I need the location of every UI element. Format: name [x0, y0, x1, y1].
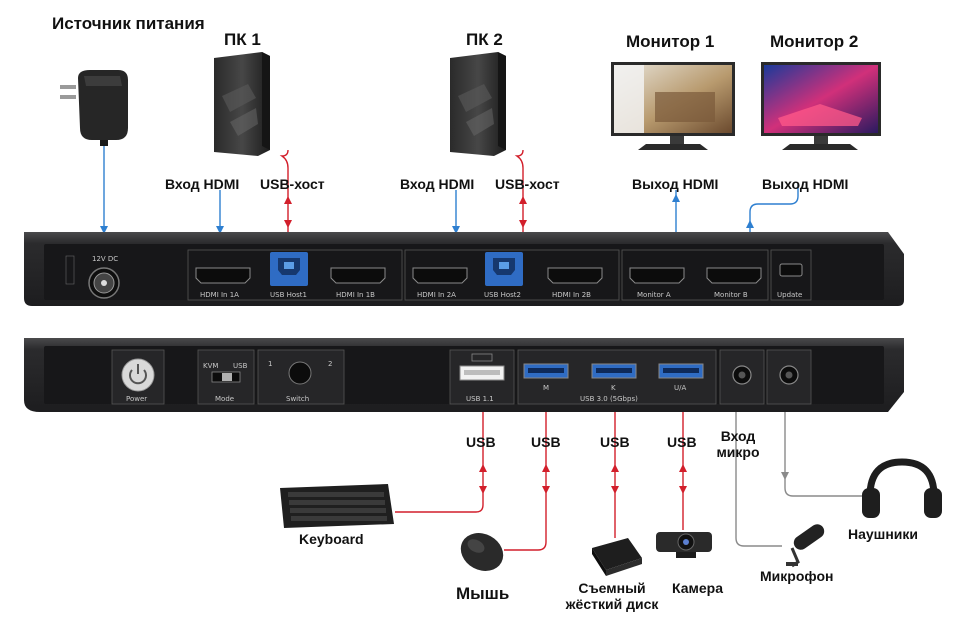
audio-links [735, 396, 862, 547]
monitor-port-group [621, 249, 769, 301]
pc2-hdmi-arrow [452, 226, 460, 234]
switch-button[interactable] [288, 361, 312, 385]
keyboard-icon [280, 484, 394, 528]
hdmi-1a-port [195, 267, 251, 284]
hdmi-2b-label: HDMI In 2B [552, 291, 591, 299]
dc-label: 12V DC [92, 255, 118, 263]
monitor-a-label: Monitor A [637, 291, 671, 299]
pc1-hdmi-arrow [216, 226, 224, 234]
pc1-label: ПК 1 [224, 30, 261, 49]
monitor2-hdmi-link [749, 184, 799, 236]
monitor1-label: Монитор 1 [626, 32, 715, 51]
port-k-label: K [611, 384, 616, 392]
camera-label: Камера [672, 580, 723, 596]
pc1-port-group [187, 249, 403, 301]
power-adapter-icon [60, 70, 128, 146]
usb30-label: USB 3.0 (5Gbps) [580, 395, 638, 403]
hdmi-2a-port [412, 267, 468, 284]
pc2-tower-icon [450, 52, 506, 156]
pc2-usb-link [514, 149, 524, 238]
external-drive-icon [592, 538, 642, 576]
mode-usb-label: USB [233, 362, 248, 370]
monitor1-arrow [672, 194, 680, 202]
pc2-label: ПК 2 [466, 30, 503, 49]
headphones-label: Наушники [848, 526, 919, 542]
usb-label-1: USB [466, 434, 496, 450]
power-button[interactable] [121, 358, 155, 392]
kvm-front-panel: Power KVM USB Mode 1 2 Switch USB 1.1 M … [24, 338, 904, 412]
headphones-icon [862, 458, 942, 518]
power-arrow [100, 226, 108, 234]
power-label: Power [126, 395, 147, 403]
usb-host1-port [270, 252, 308, 286]
monitor-a-port [629, 267, 685, 284]
keyboard-label: Keyboard [299, 531, 364, 547]
hdmi-1a-label: HDMI In 1A [200, 291, 239, 299]
switch-2-label: 2 [328, 360, 332, 368]
monitor-b-port [706, 267, 762, 284]
usb-host2-port [485, 252, 523, 286]
update-label: Update [777, 291, 802, 299]
hdmi-2a-label: HDMI In 2A [417, 291, 456, 299]
mode-kvm-label: KVM [203, 362, 218, 370]
monitor2-label: Монитор 2 [770, 32, 859, 51]
kvm-rear-panel: 12V DC HDMI In 1A USB Host1 [24, 232, 904, 306]
power-source-label: Источник питания [52, 14, 205, 33]
pc1-hdmi-in-label: Вход HDMI [165, 176, 240, 192]
usb-label-2: USB [531, 434, 561, 450]
pc1-usb-host-label: USB-хост [260, 176, 325, 192]
mouse-icon [460, 533, 504, 571]
monitor2-arrow [746, 220, 754, 228]
mouse-label: Мышь [456, 584, 510, 603]
monitor2-icon [761, 62, 881, 150]
power-icon [129, 369, 147, 385]
switch-label: Switch [286, 395, 309, 403]
monitor1-hdmi-out-label: Выход HDMI [632, 176, 719, 192]
port-ua-label: U/A [674, 384, 686, 392]
microphone-icon [786, 524, 825, 568]
keyboard-usb-link [395, 406, 484, 513]
pc2-hdmi-in-label: Вход HDMI [400, 176, 475, 192]
microphone-label: Микрофон [760, 568, 834, 584]
mic-link [735, 396, 782, 547]
drive-label: Съемный жёсткий диск [565, 580, 659, 613]
usb-host1-label: USB Host1 [270, 291, 307, 299]
mouse-usb-link [504, 406, 547, 551]
usb-label-4: USB [667, 434, 697, 450]
monitor2-hdmi-out-label: Выход HDMI [762, 176, 849, 192]
headphones-link [784, 396, 862, 497]
port-m-label: M [543, 384, 549, 392]
usb-host2-label: USB Host2 [484, 291, 521, 299]
hdmi-2b-port [547, 267, 603, 284]
hdmi-1b-label: HDMI In 1B [336, 291, 375, 299]
update-port [779, 263, 803, 277]
switch-1-label: 1 [268, 360, 272, 368]
monitor-b-label: Monitor B [714, 291, 748, 299]
pc2-usb-host-label: USB-хост [495, 176, 560, 192]
pc2-port-group [404, 249, 620, 301]
hdmi-1b-port [330, 267, 386, 284]
pc1-tower-icon [214, 52, 270, 156]
monitor1-icon [611, 62, 735, 150]
pc1-usb-link [279, 149, 289, 238]
mic-in-label: Вход микро [716, 428, 760, 461]
usb11-label: USB 1.1 [466, 395, 494, 403]
mode-label: Mode [215, 395, 234, 403]
usb-label-3: USB [600, 434, 630, 450]
camera-icon [656, 532, 712, 558]
